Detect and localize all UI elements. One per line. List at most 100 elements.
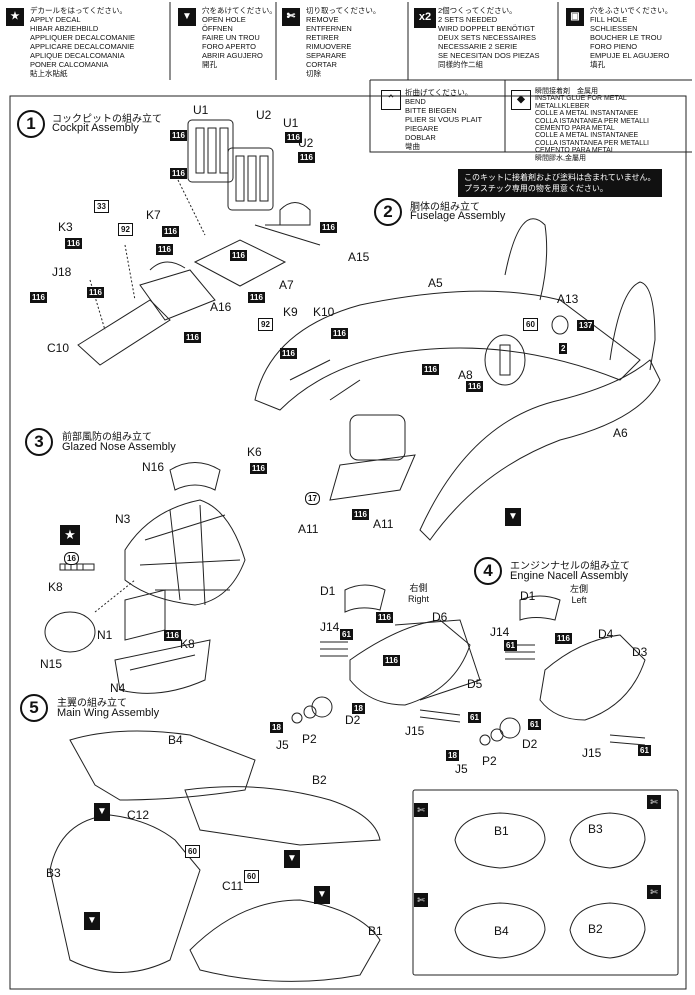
- part-label: P2: [302, 732, 317, 746]
- part-number-tag: 60: [523, 318, 538, 331]
- remove-marker-icon: ✄: [647, 795, 661, 809]
- part-label: A13: [557, 292, 579, 306]
- part-label: K3: [58, 220, 73, 234]
- part-number-tag: 61: [468, 712, 481, 723]
- part-number-tag: 18: [270, 722, 283, 733]
- glue-tag: 116: [164, 630, 181, 641]
- part-label: D3: [632, 645, 648, 659]
- part-label: K9: [283, 305, 298, 319]
- wing-upper-b4: [69, 730, 256, 801]
- step-5-title-jp: 主翼の組み立て: [57, 698, 127, 709]
- glue-tag: 116: [280, 348, 297, 359]
- part-label: D5: [467, 677, 483, 691]
- part-number-tag: 92: [118, 223, 133, 236]
- part-label: J14: [320, 620, 340, 634]
- glue-tag: 116: [87, 287, 104, 298]
- part-label: A7: [279, 278, 294, 292]
- part-label: D1: [520, 589, 536, 603]
- knife-icon: ✄: [282, 8, 300, 26]
- part-label: N1: [97, 628, 113, 642]
- glazed-nose-n3: [124, 499, 246, 606]
- part-label: C10: [47, 341, 70, 355]
- part-label: A5: [428, 276, 443, 290]
- glue-tag: 116: [331, 328, 348, 339]
- part-label: K6: [247, 445, 262, 459]
- part-label: N15: [40, 657, 63, 671]
- part-label: K10: [313, 305, 335, 319]
- step-3-title-jp: 前部風防の組み立て: [62, 432, 152, 443]
- glue-tag: 116: [184, 332, 201, 343]
- part-label: K7: [146, 208, 161, 222]
- glue-tag: 116: [170, 168, 187, 179]
- glue-tag: 116: [230, 250, 247, 261]
- part-number-tag: 137: [577, 320, 595, 331]
- glue-tag: 116: [162, 226, 179, 237]
- remove-marker-icon: ✄: [414, 803, 428, 817]
- drill-marker-icon: ▼: [284, 850, 300, 868]
- part-label: P2: [482, 754, 497, 768]
- step-3-title-en: Glazed Nose Assembly: [62, 441, 176, 453]
- step-1-title-en: Cockpit Assembly: [52, 122, 139, 134]
- part-number-tag: 61: [504, 640, 517, 651]
- part-label: J5: [455, 762, 468, 776]
- decal-star-marker: ★: [60, 525, 80, 545]
- glue-tag: 116: [30, 292, 47, 303]
- part-label: J5: [276, 738, 289, 752]
- step-4-title-jp: エンジンナセルの組み立て: [510, 561, 630, 572]
- step-1-title-jp: コックピットの組み立て: [52, 114, 162, 125]
- part-number-tag: 18: [352, 703, 365, 714]
- part-label: N16: [142, 460, 165, 474]
- fuselage-half-a5: [254, 290, 641, 411]
- part-label: A16: [210, 300, 232, 314]
- glue-tag: 116: [65, 238, 82, 249]
- part-label: C12: [127, 808, 150, 822]
- part-label: U1: [283, 116, 299, 130]
- part-label: A8: [458, 368, 473, 382]
- part-label: A11: [373, 517, 394, 531]
- drill-marker-icon: ▼: [84, 912, 100, 930]
- x2-icon: x2: [414, 8, 436, 28]
- part-label: D6: [432, 610, 448, 624]
- step-2-title-en: Fuselage Assembly: [410, 210, 506, 222]
- part-number-tag: 33: [94, 200, 109, 213]
- bend-icon: ⌃: [381, 90, 401, 110]
- fill-hole-icon: ▣: [566, 8, 584, 26]
- part-number-tag: 16: [64, 552, 79, 565]
- step-4-title-en: Engine Nacell Assembly: [510, 570, 629, 582]
- glue-tag: 116: [250, 463, 267, 474]
- part-label: N4: [110, 681, 126, 695]
- part-label: K8: [48, 580, 63, 594]
- part-number-tag: 18: [446, 750, 459, 761]
- remove-marker-icon: ✄: [414, 893, 428, 907]
- step-number-1: 1: [17, 110, 45, 138]
- wing-upper-b2: [184, 786, 381, 846]
- glue-tag: 116: [376, 612, 393, 623]
- part-label: A11: [298, 522, 319, 536]
- part-number-tag: 61: [528, 719, 541, 730]
- glue-tag: 116: [383, 655, 400, 666]
- part-label: J15: [405, 724, 425, 738]
- glue-tag: 116: [422, 364, 439, 375]
- glue-tag: 116: [156, 244, 173, 255]
- part-label: B1: [494, 824, 509, 838]
- decal-icon: ★: [6, 8, 24, 26]
- part-number-tag: 92: [258, 318, 273, 331]
- part-label: B2: [588, 922, 603, 936]
- part-label: B4: [168, 733, 183, 747]
- part-label: D4: [598, 627, 614, 641]
- part-number-tag: 61: [638, 745, 651, 756]
- part-label: B1: [368, 924, 383, 938]
- part-number-tag: 60: [244, 870, 259, 883]
- part-label: U2: [256, 108, 272, 122]
- drill-icon: ▼: [178, 8, 196, 26]
- fuselage-half-a6: [419, 359, 661, 541]
